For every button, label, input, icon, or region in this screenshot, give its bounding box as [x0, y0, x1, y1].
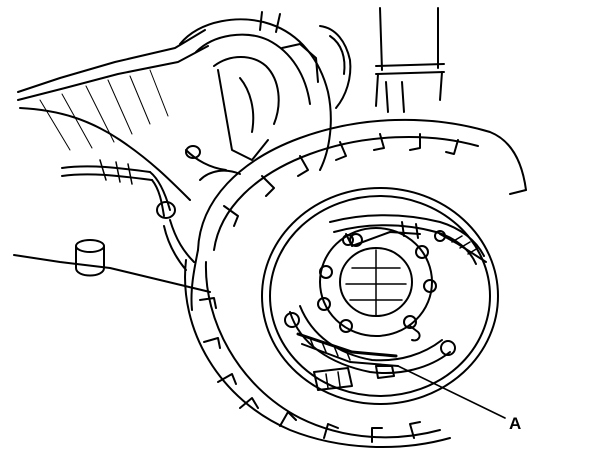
- shock-absorber: [375, 7, 445, 113]
- bump-stop: [75, 239, 105, 277]
- callout-label-a: A: [509, 414, 522, 433]
- hub: [317, 227, 437, 342]
- callout-leader-line: [397, 365, 506, 419]
- knuckle: [179, 11, 352, 181]
- lower-shoe: [284, 305, 456, 391]
- sensor-cable: [61, 159, 195, 271]
- upper-shoe: [329, 214, 487, 265]
- control-arm: [13, 29, 211, 293]
- backing-plate: [184, 118, 527, 448]
- drum-ring: [261, 187, 499, 405]
